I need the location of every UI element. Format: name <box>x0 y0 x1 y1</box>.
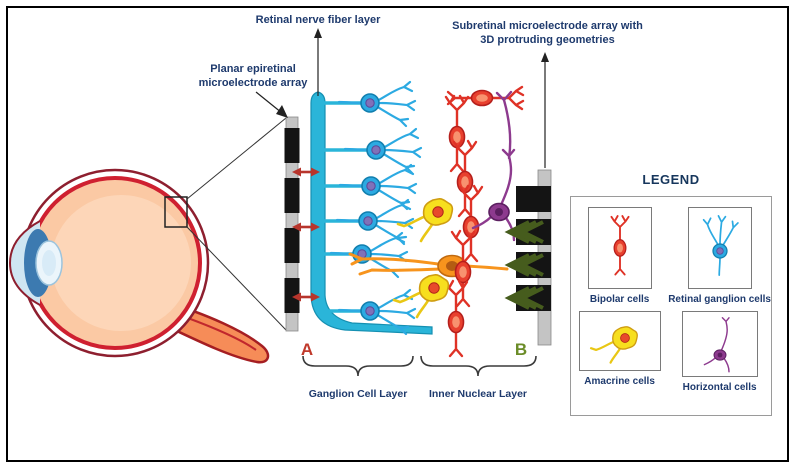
legend-label: Bipolar cells <box>589 294 650 305</box>
legend-title: LEGEND <box>642 172 700 187</box>
legend-grid: Bipolar cells Retinal ganglion cells Ama… <box>571 197 771 393</box>
optic-nerve-vessel <box>184 316 257 351</box>
label-line: Planar epiretinal <box>210 63 296 75</box>
label-line: Subretinal microelectrode array with <box>452 20 643 32</box>
eye-illustration <box>8 168 270 364</box>
zoom-lines <box>186 117 287 331</box>
orange-cell <box>348 252 509 278</box>
inner-nuclear-layer-label: Inner Nuclear Layer <box>428 388 528 400</box>
retinal-ganglion-cell-icon <box>702 215 739 277</box>
legend-label: Retinal ganglion cells <box>668 294 771 305</box>
electrode-pad <box>284 128 300 163</box>
ganglion-cell-layer-label: Ganglion Cell Layer <box>308 388 408 400</box>
horizontal-cell-icon <box>703 317 730 373</box>
bipolar-cell <box>446 85 525 111</box>
retinal-nerve-fiber-layer-label: Retinal nerve fiber layer <box>255 14 381 26</box>
legend-iconbox-bipolar <box>587 207 652 289</box>
legend-iconbox-amacrine <box>578 311 661 371</box>
legend-iconbox-horizontal <box>681 311 758 377</box>
amacrine-cell-icon <box>589 325 638 364</box>
nerve-fiber-band <box>310 91 433 335</box>
annotation-arrows <box>255 28 549 168</box>
label-line: 3D protruding geometries <box>480 34 615 47</box>
label-line: microelectrode array <box>198 77 308 90</box>
electrode-pad <box>516 186 551 212</box>
legend-label: Amacrine cells <box>584 376 655 387</box>
layer-braces <box>302 355 537 377</box>
marker-b: B <box>514 340 528 359</box>
figure-border <box>6 6 789 462</box>
electrode-pad <box>284 228 300 263</box>
bipolar-cell-icon <box>610 215 630 276</box>
ganglion-cells <box>322 80 423 336</box>
planar-epiretinal-label: Planar epiretinal microelectrode array <box>193 62 313 91</box>
legend-item-amacrine: Amacrine cells <box>571 311 668 393</box>
amacrine-cell <box>396 197 454 243</box>
electrode-pad <box>284 178 300 213</box>
horizontal-cell <box>471 90 516 242</box>
legend-item-horizontal: Horizontal cells <box>668 311 771 393</box>
legend-iconbox-ganglion <box>687 207 752 289</box>
marker-a: A <box>300 340 314 359</box>
legend-item-retinal-ganglion: Retinal ganglion cells <box>668 207 771 305</box>
legend-item-bipolar: Bipolar cells <box>571 207 668 305</box>
protruding-geometries <box>504 220 544 310</box>
subretinal-label: Subretinal microelectrode array with 3D … <box>450 19 645 48</box>
subretinal-array <box>504 169 552 346</box>
legend-panel: Bipolar cells Retinal ganglion cells Ama… <box>570 196 772 416</box>
eye-vitreous <box>51 195 191 331</box>
zoom-region-box <box>164 196 188 228</box>
eye-lens-core <box>42 250 56 276</box>
electrode-pad <box>284 278 300 313</box>
legend-label: Horizontal cells <box>682 382 757 393</box>
